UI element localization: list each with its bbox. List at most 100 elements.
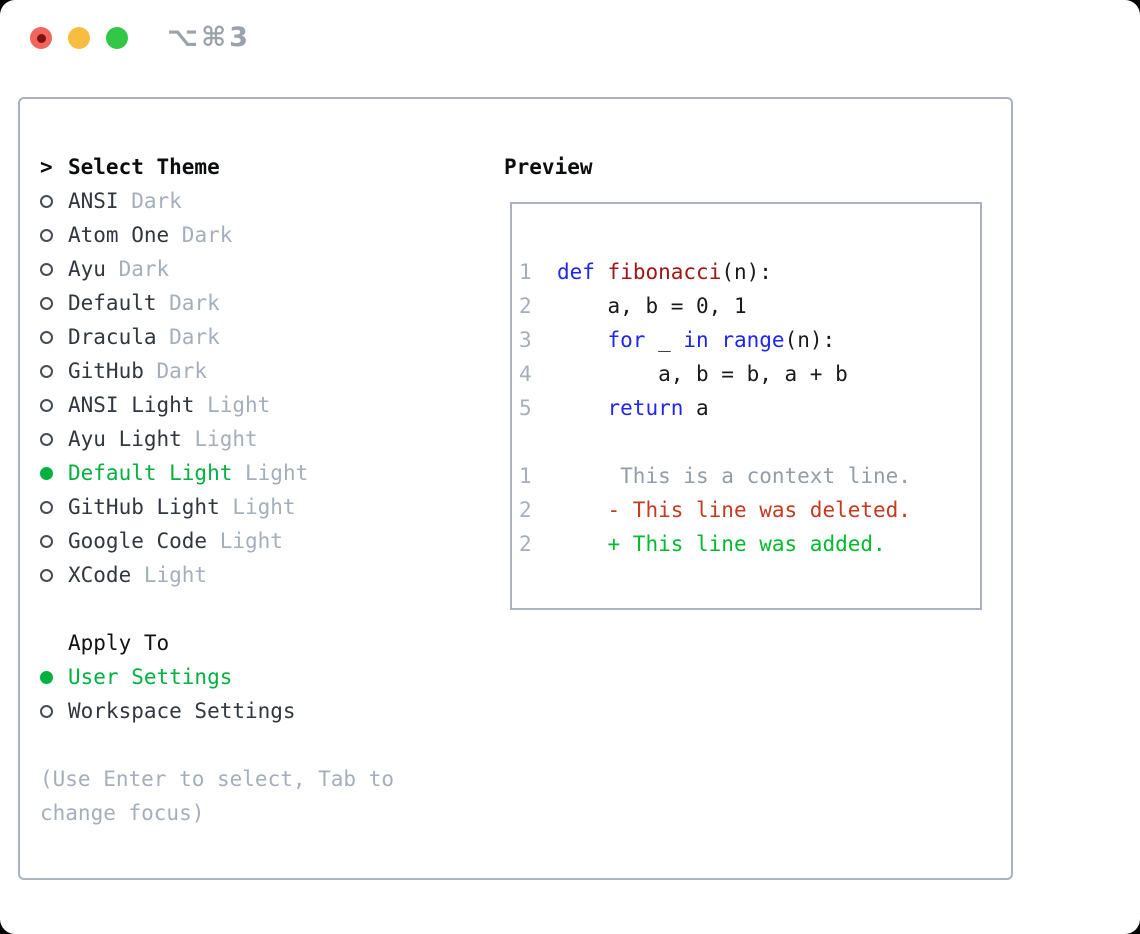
list-gap — [40, 728, 474, 762]
unsaved-dot-icon — [36, 33, 46, 43]
select-theme-header: >Select Theme — [40, 150, 474, 184]
radio-icon — [40, 194, 53, 208]
minimize-button[interactable] — [68, 27, 90, 49]
code-token: - This line was deleted. — [531, 498, 911, 522]
option-label: Google Code — [68, 529, 208, 553]
radio-marker — [40, 500, 68, 514]
line-number: 5 — [519, 396, 532, 420]
radio-marker — [40, 296, 68, 310]
option-variant: Dark — [169, 223, 233, 247]
radio-icon — [40, 398, 53, 412]
code-token: + This line was added. — [531, 532, 886, 556]
option-label: User Settings — [68, 665, 233, 689]
theme-option[interactable]: Ayu Dark — [40, 252, 474, 286]
option-label: Workspace Settings — [68, 699, 296, 723]
theme-option[interactable]: XCode Light — [40, 558, 474, 592]
theme-option[interactable]: GitHub Dark — [40, 354, 474, 388]
theme-option[interactable]: Default Dark — [40, 286, 474, 320]
code-token — [709, 328, 722, 352]
list-gap — [40, 592, 474, 626]
radio-marker — [40, 670, 68, 684]
zoom-button[interactable] — [106, 27, 128, 49]
code-line: 1 This is a context line. — [519, 459, 980, 493]
code-line: 2 + This line was added. — [519, 527, 980, 561]
radio-icon — [40, 364, 53, 378]
focus-caret-icon: > — [40, 155, 53, 179]
option-variant: Light — [219, 495, 296, 519]
keyboard-hint: (Use Enter to select, Tab to change focu… — [40, 767, 395, 825]
apply-to-header: Apply To — [40, 626, 474, 660]
radio-icon — [40, 432, 53, 446]
option-variant: Light — [181, 427, 258, 451]
radio-marker — [40, 568, 68, 582]
code-token — [532, 396, 608, 420]
option-variant: Light — [131, 563, 208, 587]
option-label: Dracula — [68, 325, 157, 349]
radio-selected-icon — [40, 466, 53, 480]
option-label: Ayu — [68, 257, 106, 281]
window-title: ⌥⌘3 — [167, 22, 251, 53]
option-label: GitHub — [68, 359, 144, 383]
code-token: (n): — [784, 328, 836, 352]
code-token — [595, 260, 608, 284]
option-label: Atom One — [68, 223, 170, 247]
theme-option[interactable]: Google Code Light — [40, 524, 474, 558]
radio-marker — [40, 398, 68, 412]
line-number: 2 — [519, 294, 532, 318]
apply-to-title: Apply To — [68, 631, 170, 655]
line-number — [519, 430, 532, 454]
code-token: _ — [645, 328, 684, 352]
radio-marker — [40, 466, 68, 480]
theme-option[interactable]: Atom One Dark — [40, 218, 474, 252]
radio-icon — [40, 330, 53, 344]
option-label: ANSI Light — [68, 393, 195, 417]
code-token: a, b = b, a + b — [531, 362, 848, 386]
code-token: in — [683, 328, 709, 352]
code-token: def — [556, 260, 595, 284]
option-label: Default Light — [68, 461, 233, 485]
line-number: 1 — [519, 464, 532, 488]
option-label: Ayu Light — [68, 427, 182, 451]
apply-to-option[interactable]: User Settings — [40, 660, 474, 694]
theme-option[interactable]: Ayu Light Light — [40, 422, 474, 456]
code-line — [519, 425, 980, 459]
option-variant: Light — [232, 461, 309, 485]
theme-option[interactable]: Dracula Dark — [40, 320, 474, 354]
code-line: 2 - This line was deleted. — [519, 493, 980, 527]
option-variant: Dark — [118, 189, 182, 213]
radio-marker — [40, 704, 68, 718]
radio-marker — [40, 262, 68, 276]
option-label: GitHub Light — [68, 495, 220, 519]
radio-marker — [40, 432, 68, 446]
close-button[interactable] — [30, 27, 52, 49]
code-token: for — [607, 328, 646, 352]
radio-icon — [40, 228, 53, 242]
theme-option[interactable]: GitHub Light Light — [40, 490, 474, 524]
theme-option[interactable]: Default Light Light — [40, 456, 474, 490]
code-line: 2 a, b = 0, 1 — [519, 289, 980, 323]
radio-marker — [40, 194, 68, 208]
theme-option[interactable]: ANSI Light Light — [40, 388, 474, 422]
code-token — [532, 260, 557, 284]
line-number: 3 — [519, 328, 532, 352]
radio-marker — [40, 534, 68, 548]
option-variant: Dark — [105, 257, 170, 281]
preview-title: Preview — [504, 155, 593, 179]
code-token: range — [721, 328, 785, 352]
theme-option[interactable]: ANSI Dark — [40, 184, 474, 218]
radio-icon — [40, 500, 53, 514]
code-line: 5 return a — [519, 391, 980, 425]
apply-to-option[interactable]: Workspace Settings — [40, 694, 474, 728]
code-token: This is a context line. — [531, 464, 911, 488]
radio-icon — [40, 568, 53, 582]
code-token: fibonacci — [607, 260, 722, 284]
radio-icon — [40, 704, 53, 718]
option-label: Default — [68, 291, 157, 315]
